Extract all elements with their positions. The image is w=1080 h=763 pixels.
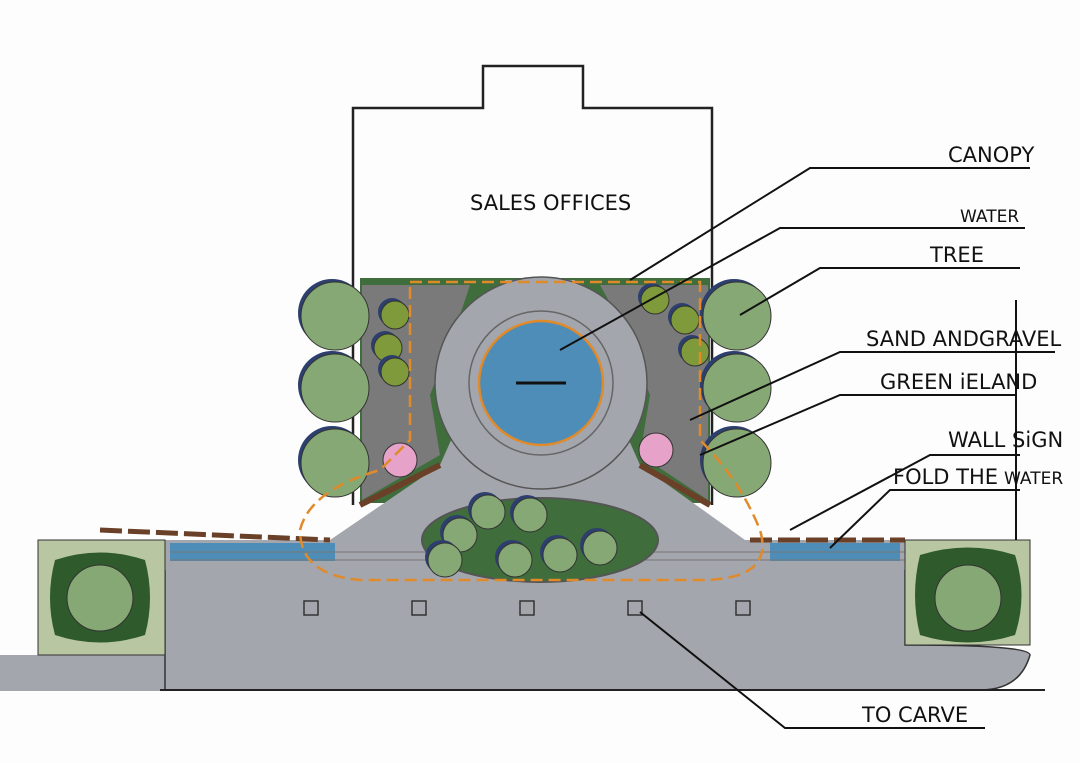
small-tree	[380, 357, 410, 387]
small-tree	[670, 305, 700, 335]
central-paving	[160, 420, 905, 570]
label-canopy: CANOPY	[948, 143, 1034, 167]
tree	[702, 353, 772, 423]
trees	[298, 279, 772, 498]
island-tree	[542, 537, 578, 573]
leader-lines	[559, 167, 1055, 729]
label-green-island: GREEN iELAND	[880, 370, 1037, 394]
walkway	[0, 655, 170, 691]
building-outline	[351, 64, 714, 505]
small-tree	[380, 300, 410, 330]
pink-tree	[382, 442, 418, 478]
carved-squares	[303, 600, 751, 616]
island-trees	[425, 492, 618, 578]
label-to-carve: TO CARVE	[861, 703, 968, 727]
tree-planter-right	[934, 564, 1002, 632]
island-tree	[512, 497, 548, 533]
tree	[300, 281, 370, 351]
label-fold-the: FOLD THE	[893, 465, 998, 489]
retaining-wall	[358, 462, 712, 508]
label-sand-gravel: SAND ANDGRAVEL	[866, 327, 1062, 351]
label-fold-water: WATER	[1004, 469, 1063, 489]
island-tree	[582, 530, 618, 566]
pink-tree	[638, 432, 674, 468]
building-label: SALES OFFICES	[470, 191, 631, 215]
wall-sign-strip	[99, 527, 905, 543]
canopy-outline	[298, 280, 764, 582]
label-tree: TREE	[929, 243, 984, 267]
tree	[702, 281, 772, 351]
small-tree	[680, 337, 710, 367]
paved-plaza	[164, 567, 1031, 691]
tree-planter-left	[66, 564, 134, 632]
label-water: WATER	[960, 207, 1019, 227]
island-tree	[497, 542, 533, 578]
tree	[300, 428, 370, 498]
label-wall-sign: WALL SiGN	[948, 428, 1063, 452]
island-tree	[427, 542, 463, 578]
label-fold-the-water: FOLD THE WATER	[893, 465, 1063, 489]
island-tree	[470, 494, 506, 530]
gravel-area-right	[600, 285, 708, 500]
fountain-rim	[468, 310, 614, 456]
tree	[300, 353, 370, 423]
small-tree	[640, 285, 670, 315]
